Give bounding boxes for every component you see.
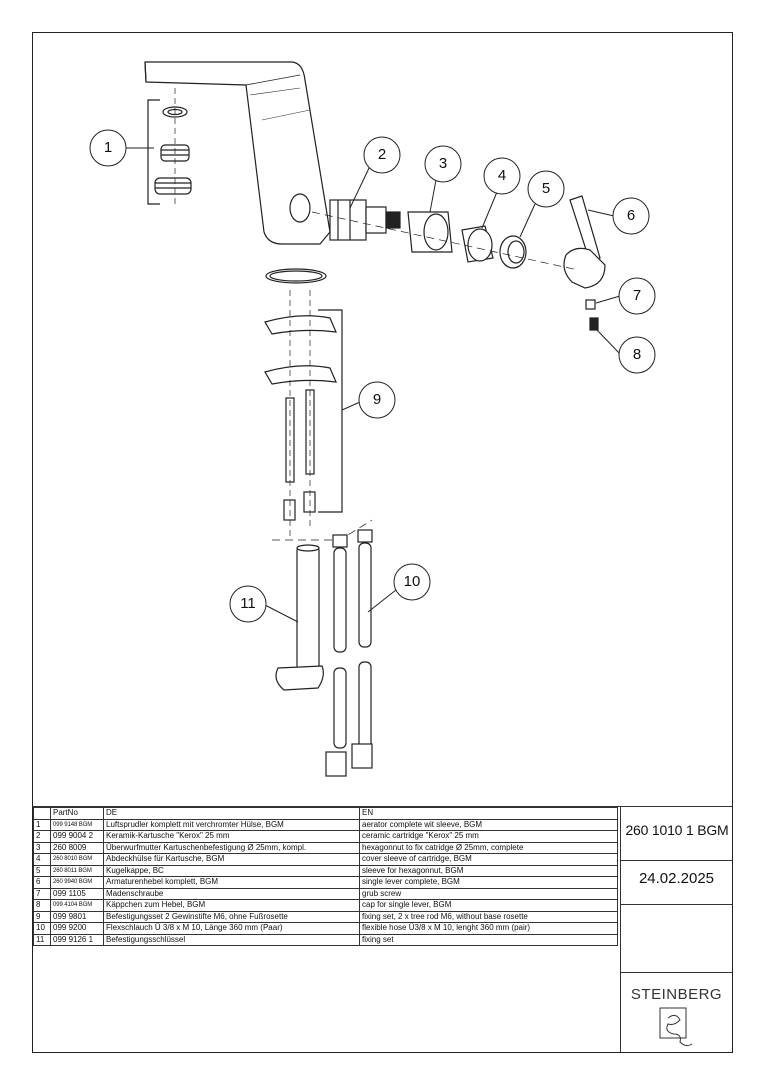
- callout-10: 10: [403, 573, 421, 590]
- row-en: ceramic cartridge "Kerox" 25 mm: [359, 830, 618, 843]
- flexible-hoses: [325, 529, 373, 777]
- row-en: grub screw: [359, 887, 618, 900]
- callout-2: 2: [377, 146, 387, 163]
- ball-cap: [499, 235, 527, 269]
- row-no: 11: [33, 933, 51, 946]
- row-de: Flexschlauch Ü 3/8 x M 10, Länge 360 mm …: [103, 922, 360, 935]
- drawing-date: 24.02.2025: [638, 870, 715, 887]
- row-no: 7: [33, 887, 51, 900]
- row-en: aerator complete wit sleeve, BGM: [359, 818, 618, 831]
- row-en: single lever complete, BGM: [359, 876, 618, 889]
- callout-11: 11: [240, 595, 256, 612]
- row-de: Kugelkappe, BC: [103, 864, 360, 877]
- row-no: 8: [33, 899, 51, 912]
- header-de: DE: [103, 807, 360, 820]
- divider: [620, 806, 621, 1053]
- row-no: 5: [33, 864, 51, 877]
- row-de: Keramik-Kartusche "Kerox" 25 mm: [103, 830, 360, 843]
- divider: [620, 904, 733, 905]
- fixing-key: [275, 544, 324, 691]
- row-no: 2: [33, 830, 51, 843]
- o-ring: [265, 268, 327, 284]
- aerator-parts: [147, 88, 192, 205]
- row-de: Armaturenhebel komplett, BGM: [103, 876, 360, 889]
- callout-9: 9: [372, 391, 382, 408]
- callout-6: 6: [626, 207, 636, 224]
- row-no: 6: [33, 876, 51, 889]
- row-partno: 099 9801: [50, 910, 104, 923]
- exploded-view-drawing: [89, 61, 656, 777]
- faucet-body: [144, 61, 331, 245]
- row-en: hexagonnut to fix catridge Ø 25mm, compl…: [359, 841, 618, 854]
- row-en: flexible hose Ü3/8 x M 10, lenght 360 mm…: [359, 922, 618, 935]
- row-de: Luftsprudler komplett mit verchromter Hü…: [103, 818, 360, 831]
- callout-7: 7: [632, 287, 642, 304]
- steinberg-logo-icon: [659, 1007, 693, 1047]
- row-no: 9: [33, 910, 51, 923]
- header-en: EN: [359, 807, 618, 820]
- row-partno: 260 8011 BGM: [50, 864, 104, 877]
- row-en: fixing set, 2 x tree rod M6, without bas…: [359, 910, 618, 923]
- row-en: sleeve for hexagonnut, BGM: [359, 864, 618, 877]
- divider: [620, 972, 733, 973]
- row-partno: 099 9200: [50, 922, 104, 935]
- row-partno: 260 9940 BGM: [50, 876, 104, 889]
- cover-sleeve: [461, 225, 494, 263]
- row-no: 4: [33, 853, 51, 866]
- row-partno: 260 8010 BGM: [50, 853, 104, 866]
- row-partno: 260 8009: [50, 841, 104, 854]
- header-partno: PartNo: [50, 807, 104, 820]
- row-no: 10: [33, 922, 51, 935]
- callouts: [89, 129, 656, 623]
- brand-name: STEINBERG: [630, 986, 723, 1003]
- single-lever: [563, 195, 606, 331]
- row-partno: 099 9148 BGM: [50, 818, 104, 831]
- hexagon-nut: [407, 211, 453, 253]
- header-no: [33, 807, 51, 820]
- row-en: fixing set: [359, 933, 618, 946]
- callout-5: 5: [541, 180, 551, 197]
- table-header-row: PartNo DE EN: [33, 807, 618, 820]
- cartridge: [329, 199, 401, 241]
- row-partno: 099 1105: [50, 887, 104, 900]
- row-de: Befestigungsschlüssel: [103, 933, 360, 946]
- row-de: Befestigungsset 2 Gewinstifte M6, ohne F…: [103, 910, 360, 923]
- row-de: Madenschraube: [103, 887, 360, 900]
- row-de: Käppchen zum Hebel, BGM: [103, 899, 360, 912]
- row-no: 1: [33, 818, 51, 831]
- divider: [32, 806, 733, 807]
- row-partno: 099 4104 BGM: [50, 899, 104, 912]
- fixing-set: [264, 290, 373, 541]
- row-en: cap for single lever, BGM: [359, 899, 618, 912]
- row-de: Überwurfmutter Kartuschenbefestigung Ø 2…: [103, 841, 360, 854]
- row-no: 3: [33, 841, 51, 854]
- drawing-frame: [32, 32, 733, 1053]
- callout-3: 3: [438, 155, 448, 172]
- callout-4: 4: [497, 167, 507, 184]
- row-de: Abdeckhülse für Kartusche, BGM: [103, 853, 360, 866]
- callout-1: 1: [103, 139, 113, 156]
- row-partno: 099 9004 2: [50, 830, 104, 843]
- callout-8: 8: [632, 346, 642, 363]
- row-en: cover sleeve of cartridge, BGM: [359, 853, 618, 866]
- article-number: 260 1010 1 BGM: [625, 822, 729, 838]
- divider: [620, 860, 733, 861]
- row-partno: 099 9126 1: [50, 933, 104, 946]
